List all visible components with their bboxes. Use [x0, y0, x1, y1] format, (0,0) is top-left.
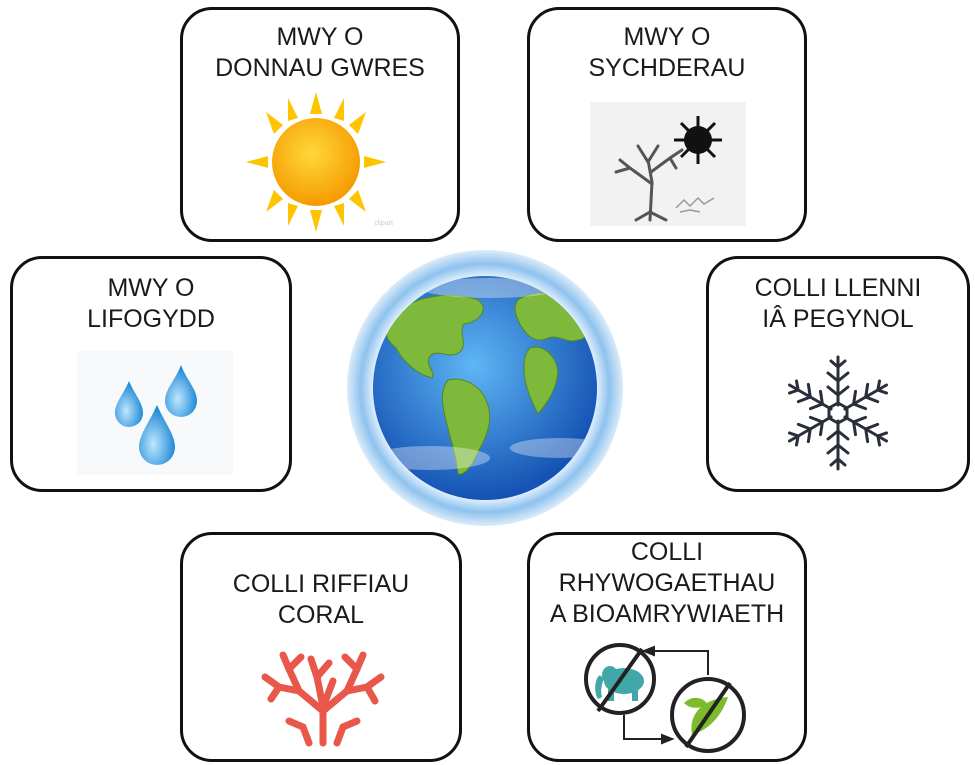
- card-title: COLLI LLENNI IÂ PEGYNOL: [754, 274, 922, 333]
- card-droughts: MWY O SYCHDERAU: [527, 7, 807, 242]
- watermark: clipart: [374, 220, 393, 227]
- water-drops-icon: [77, 351, 233, 475]
- earth-globe-icon: [347, 250, 623, 526]
- coral-icon: [261, 651, 385, 747]
- card-species-biodiversity: COLLI RHYWOGAETHAU A BIOAMRYWIAETH: [527, 532, 807, 762]
- dead-tree-sun-icon: [590, 102, 746, 226]
- card-title: COLLI RIFFIAU CORAL: [232, 570, 410, 629]
- card-title: COLLI RHYWOGAETHAU A BIOAMRYWIAETH: [549, 538, 785, 628]
- card-title: MWY O SYCHDERAU: [588, 23, 746, 82]
- card-coral-reefs: COLLI RIFFIAU CORAL: [180, 532, 462, 762]
- card-title: MWY O LIFOGYDD: [87, 274, 215, 333]
- snowflake-icon: [783, 355, 893, 471]
- card-floods: MWY O LIFOGYDD: [10, 256, 292, 492]
- card-title: MWY O DONNAU GWRES: [215, 23, 425, 82]
- card-heat-waves: MWY O DONNAU GWRES clipart: [180, 7, 460, 242]
- card-polar-ice: COLLI LLENNI IÂ PEGYNOL: [706, 256, 970, 492]
- sun-icon: [246, 92, 386, 232]
- no-animals-no-plants-icon: [584, 643, 746, 753]
